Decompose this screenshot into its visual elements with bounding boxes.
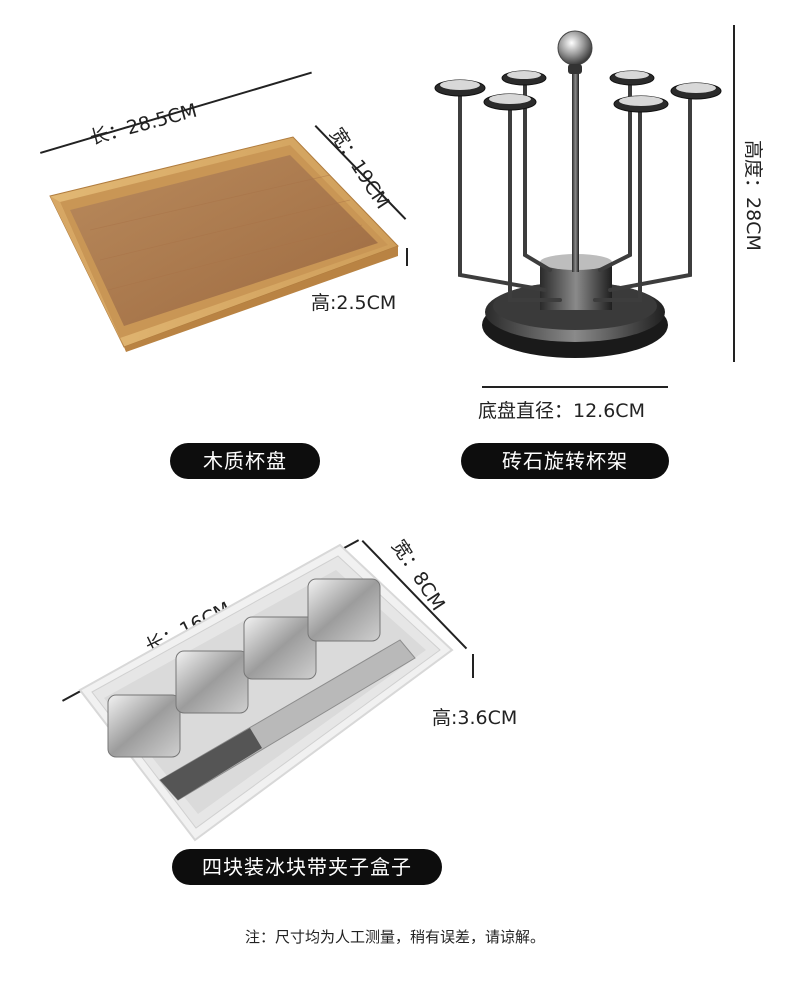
rack-name-badge: 砖石旋转杯架 (461, 443, 669, 479)
tray-name-badge: 木质杯盘 (170, 443, 320, 479)
ice-name-badge: 四块装冰块带夹子盒子 (172, 849, 442, 885)
tray-height-label: 高:2.5CM (311, 292, 397, 314)
rack-diameter-label: 底盘直径：12.6CM (478, 400, 645, 422)
ice-height-label: 高:3.6CM (432, 707, 518, 729)
tray-height-line (406, 248, 408, 266)
measurement-note: 注：尺寸均为人工测量，稍有误差，请谅解。 (244, 928, 545, 946)
rack-height-line (733, 25, 735, 362)
rack-diameter-line (482, 386, 668, 388)
ice-height-line (472, 654, 474, 678)
